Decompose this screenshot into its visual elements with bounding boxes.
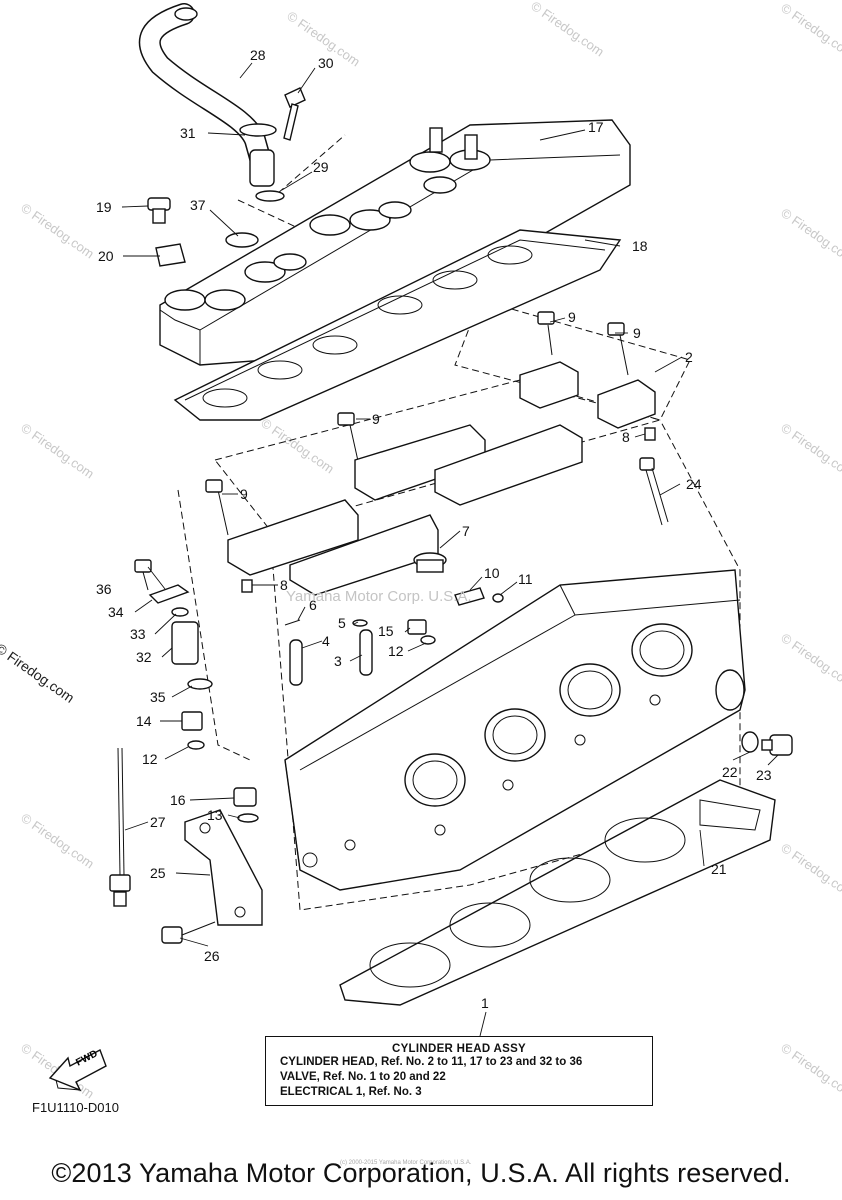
callout-31: 31 xyxy=(180,125,196,141)
leader-lines xyxy=(121,62,779,1037)
watermark-text: © Firedog.com xyxy=(778,205,842,266)
callout-27: 27 xyxy=(150,814,166,830)
callout-34: 34 xyxy=(108,604,124,620)
callout-13: 13 xyxy=(207,807,223,823)
callout-19: 19 xyxy=(96,199,112,215)
callout-9-b: 9 xyxy=(633,325,641,341)
callout-2: 2 xyxy=(685,349,693,365)
cylinder-head-cover xyxy=(159,119,631,366)
callout-33: 33 xyxy=(130,626,146,642)
drain-plug xyxy=(741,731,793,756)
callout-28: 28 xyxy=(250,47,266,63)
watermark-text: © Firedog.com xyxy=(778,630,842,691)
callout-29: 29 xyxy=(313,159,329,175)
watermark-text: © Firedog.com xyxy=(778,0,842,61)
callout-25: 25 xyxy=(150,865,166,881)
cam-caps-upper xyxy=(519,311,656,441)
callout-10: 10 xyxy=(484,565,500,581)
callout-7: 7 xyxy=(462,523,470,539)
watermark-text: © Firedog.com xyxy=(778,420,842,481)
callout-24: 24 xyxy=(686,476,702,492)
callout-26: 26 xyxy=(204,948,220,964)
camshaft-caps-middle xyxy=(205,412,583,596)
copyright-footer: ©2013 Yamaha Motor Corporation, U.S.A. A… xyxy=(51,1158,791,1188)
o-ring-29 xyxy=(255,190,285,202)
callout-numbers: 28 30 31 17 29 19 37 20 18 9 9 2 9 8 9 2… xyxy=(96,47,772,1011)
watermark-text: © Firedog.com xyxy=(18,420,97,481)
watermark-text: © Firedog.com xyxy=(778,1040,842,1101)
callout-32: 32 xyxy=(136,649,152,665)
head-cover-gasket xyxy=(173,229,622,421)
diagram-code: F1U1110-D010 xyxy=(32,1100,119,1115)
watermark-text: © Firedog.com xyxy=(18,200,97,261)
callout-23: 23 xyxy=(756,767,772,783)
fwd-arrow-icon xyxy=(48,1049,107,1092)
callout-30: 30 xyxy=(318,55,334,71)
assy-box-line-3: ELECTRICAL 1, Ref. No. 3 xyxy=(280,1086,422,1098)
assy-box-line-1: CYLINDER HEAD, Ref. No. 2 to 11, 17 to 2… xyxy=(280,1056,583,1068)
cylinder-head-assy-box: CYLINDER HEAD ASSY CYLINDER HEAD, Ref. N… xyxy=(265,1036,653,1106)
callout-35: 35 xyxy=(150,689,166,705)
assy-box-title: CYLINDER HEAD ASSY xyxy=(391,1043,527,1055)
bracket-and-sensor xyxy=(109,747,263,944)
callout-20: 20 xyxy=(98,248,114,264)
callout-9-d: 9 xyxy=(240,486,248,502)
small-parts-19-20-37 xyxy=(147,197,259,267)
callout-11: 11 xyxy=(518,571,533,587)
callout-5: 5 xyxy=(338,615,346,631)
callout-36: 36 xyxy=(96,581,112,597)
head-gasket xyxy=(339,779,776,1006)
callout-16: 16 xyxy=(170,792,186,808)
callout-18: 18 xyxy=(632,238,648,254)
center-watermark: Yamaha Motor Corp. U.S.A. xyxy=(286,588,472,605)
callout-4: 4 xyxy=(322,633,330,649)
bolt-30 xyxy=(283,87,306,141)
bolt-24 xyxy=(639,457,669,526)
small-copyright-watermark: (c) 2000-2015 Yamaha Motor Corporation, … xyxy=(340,1160,472,1166)
callout-12-b: 12 xyxy=(142,751,158,767)
callout-15: 15 xyxy=(378,623,394,639)
callout-22: 22 xyxy=(722,764,738,780)
callout-9-a: 9 xyxy=(568,309,576,325)
watermark-text: © Firedog.com xyxy=(528,0,607,59)
cylinder-head xyxy=(284,569,746,891)
callout-1: 1 xyxy=(481,995,489,1011)
callout-21: 21 xyxy=(711,861,727,877)
assy-box-line-2: VALVE, Ref. No. 1 to 20 and 22 xyxy=(280,1071,446,1083)
breather-hose xyxy=(138,3,277,187)
callout-8-b: 8 xyxy=(280,577,288,593)
callout-6: 6 xyxy=(309,597,317,613)
callout-8-a: 8 xyxy=(622,429,630,445)
valve-parts xyxy=(284,552,504,686)
callout-37: 37 xyxy=(190,197,206,213)
callout-9-c: 9 xyxy=(372,411,380,427)
callout-3: 3 xyxy=(334,653,342,669)
callout-12-a: 12 xyxy=(388,643,404,659)
watermark-text: © Firedog.com xyxy=(778,840,842,901)
callout-14: 14 xyxy=(136,713,152,729)
callout-17: 17 xyxy=(588,119,604,135)
watermark-text: © Firedog.com xyxy=(18,810,97,871)
